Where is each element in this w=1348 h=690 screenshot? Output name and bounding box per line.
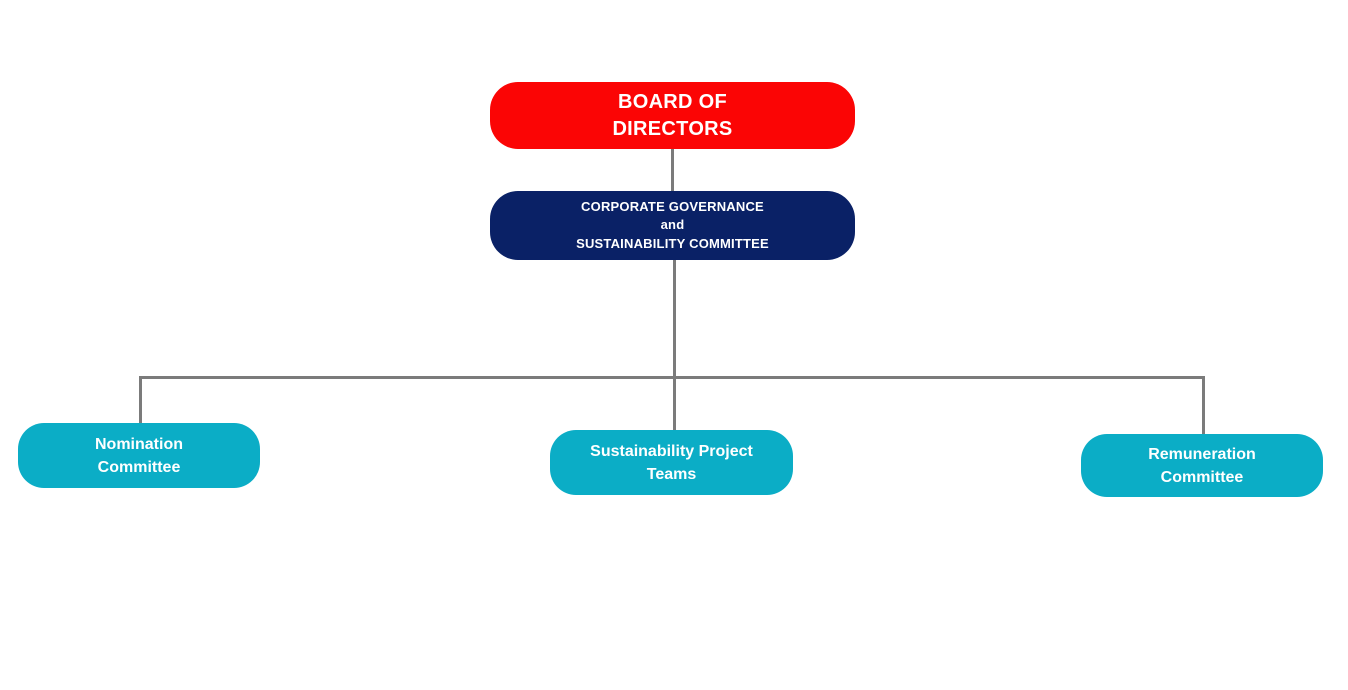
node-corporate-governance-sustainability-committee: CORPORATE GOVERNANCE and SUSTAINABILITY … xyxy=(490,191,855,260)
node-nomination-committee: Nomination Committee xyxy=(18,423,260,488)
node-remuneration-committee: Remuneration Committee xyxy=(1081,434,1323,497)
node-sustainability-project-teams: Sustainability Project Teams xyxy=(550,430,793,495)
connector-drop-to-nomination xyxy=(139,376,142,423)
connector-drop-to-remuneration xyxy=(1202,376,1205,434)
connector-horizontal-rail xyxy=(139,376,1205,379)
connector-board-to-governance xyxy=(671,149,674,191)
node-board-of-directors: BOARD OF DIRECTORS xyxy=(490,82,855,149)
connector-governance-to-sustainability xyxy=(673,260,676,430)
